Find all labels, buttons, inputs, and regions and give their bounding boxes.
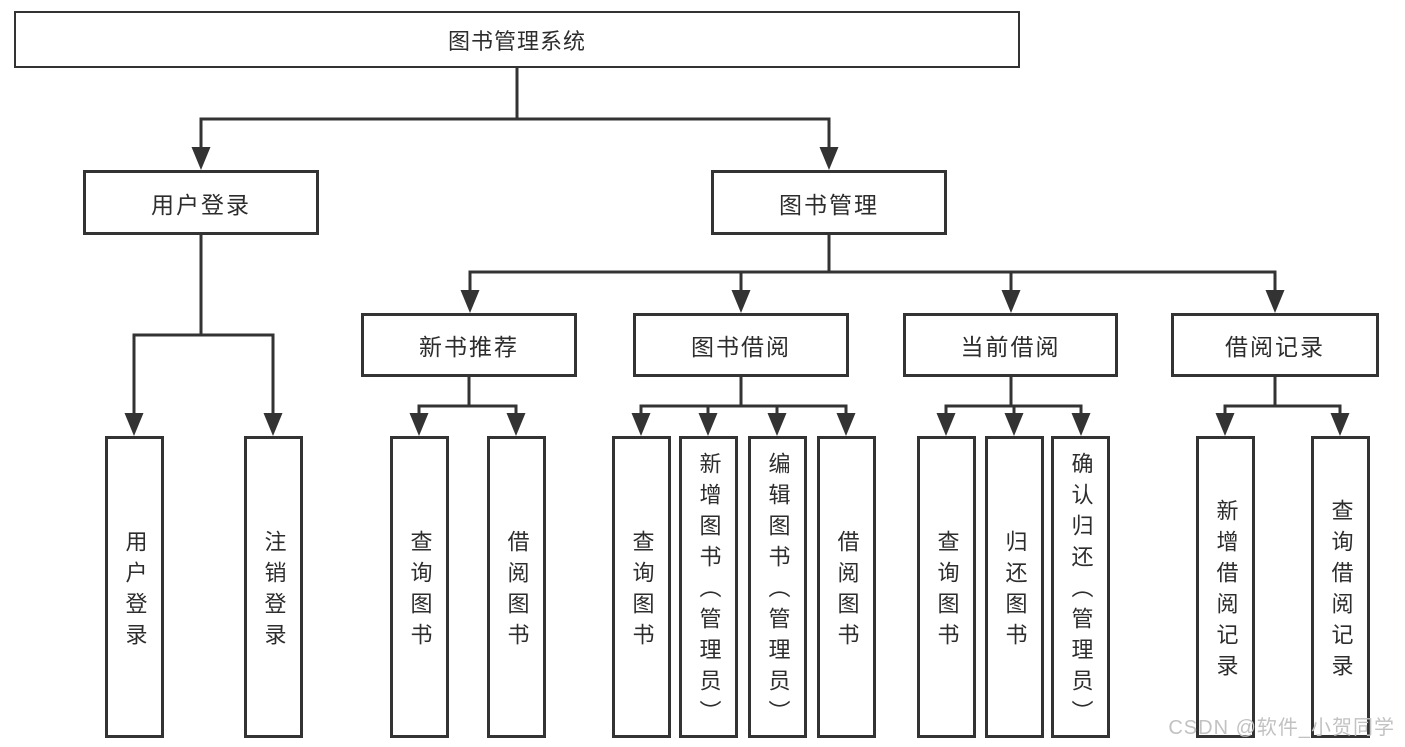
node-logout-action: 注销登录	[244, 436, 303, 738]
node-label: 新增借阅记录	[1213, 498, 1239, 685]
node-query-books-borrow: 查询图书	[612, 436, 671, 738]
arrowheads	[124, 147, 1350, 436]
node-label: 查询图书	[407, 529, 433, 654]
node-label: 查询借阅记录	[1328, 498, 1354, 685]
node-query-borrow-record: 查询借阅记录	[1311, 436, 1370, 738]
node-query-books-current: 查询图书	[917, 436, 976, 738]
node-label: 当前借阅	[960, 334, 1061, 360]
node-label: 借阅图书	[504, 529, 530, 654]
node-library-management-system: 图书管理系统	[14, 11, 1020, 68]
node-query-books-recommend: 查询图书	[390, 436, 449, 738]
node-label: 借阅图书	[834, 529, 860, 654]
node-label: 归还图书	[1002, 529, 1028, 654]
node-label: 借阅记录	[1225, 334, 1325, 360]
node-label: 新书推荐	[419, 334, 519, 360]
node-label: 用户登录	[122, 529, 148, 654]
node-label: 确认归还（管理员）	[1068, 452, 1094, 731]
node-user-login-action: 用户登录	[105, 436, 164, 738]
node-borrow-books-action: 借阅图书	[817, 436, 876, 738]
node-borrow-books-recommend: 借阅图书	[487, 436, 546, 738]
node-return-books: 归还图书	[985, 436, 1044, 738]
node-add-borrow-record: 新增借阅记录	[1196, 436, 1255, 738]
node-label: 图书管理系统	[447, 28, 586, 54]
node-book-management: 图书管理	[711, 170, 947, 235]
node-label: 编辑图书（管理员）	[765, 452, 791, 731]
node-label: 新增图书（管理员）	[696, 452, 722, 731]
node-label: 图书管理	[779, 191, 879, 218]
node-add-books-admin: 新增图书（管理员）	[679, 436, 738, 738]
node-new-book-recommendation: 新书推荐	[361, 313, 577, 377]
node-edit-books-admin: 编辑图书（管理员）	[748, 436, 807, 738]
node-user-login: 用户登录	[83, 170, 319, 235]
node-confirm-return-admin: 确认归还（管理员）	[1051, 436, 1110, 738]
node-label: 查询图书	[934, 529, 960, 654]
node-label: 图书借阅	[691, 334, 791, 360]
node-label: 查询图书	[629, 529, 655, 654]
node-current-borrowing: 当前借阅	[903, 313, 1118, 377]
node-label: 注销登录	[261, 529, 287, 654]
node-label: 用户登录	[151, 191, 251, 218]
node-book-borrowing: 图书借阅	[633, 313, 849, 377]
watermark: CSDN @软件_小贺同学	[1168, 717, 1395, 739]
node-borrowing-records: 借阅记录	[1171, 313, 1379, 377]
